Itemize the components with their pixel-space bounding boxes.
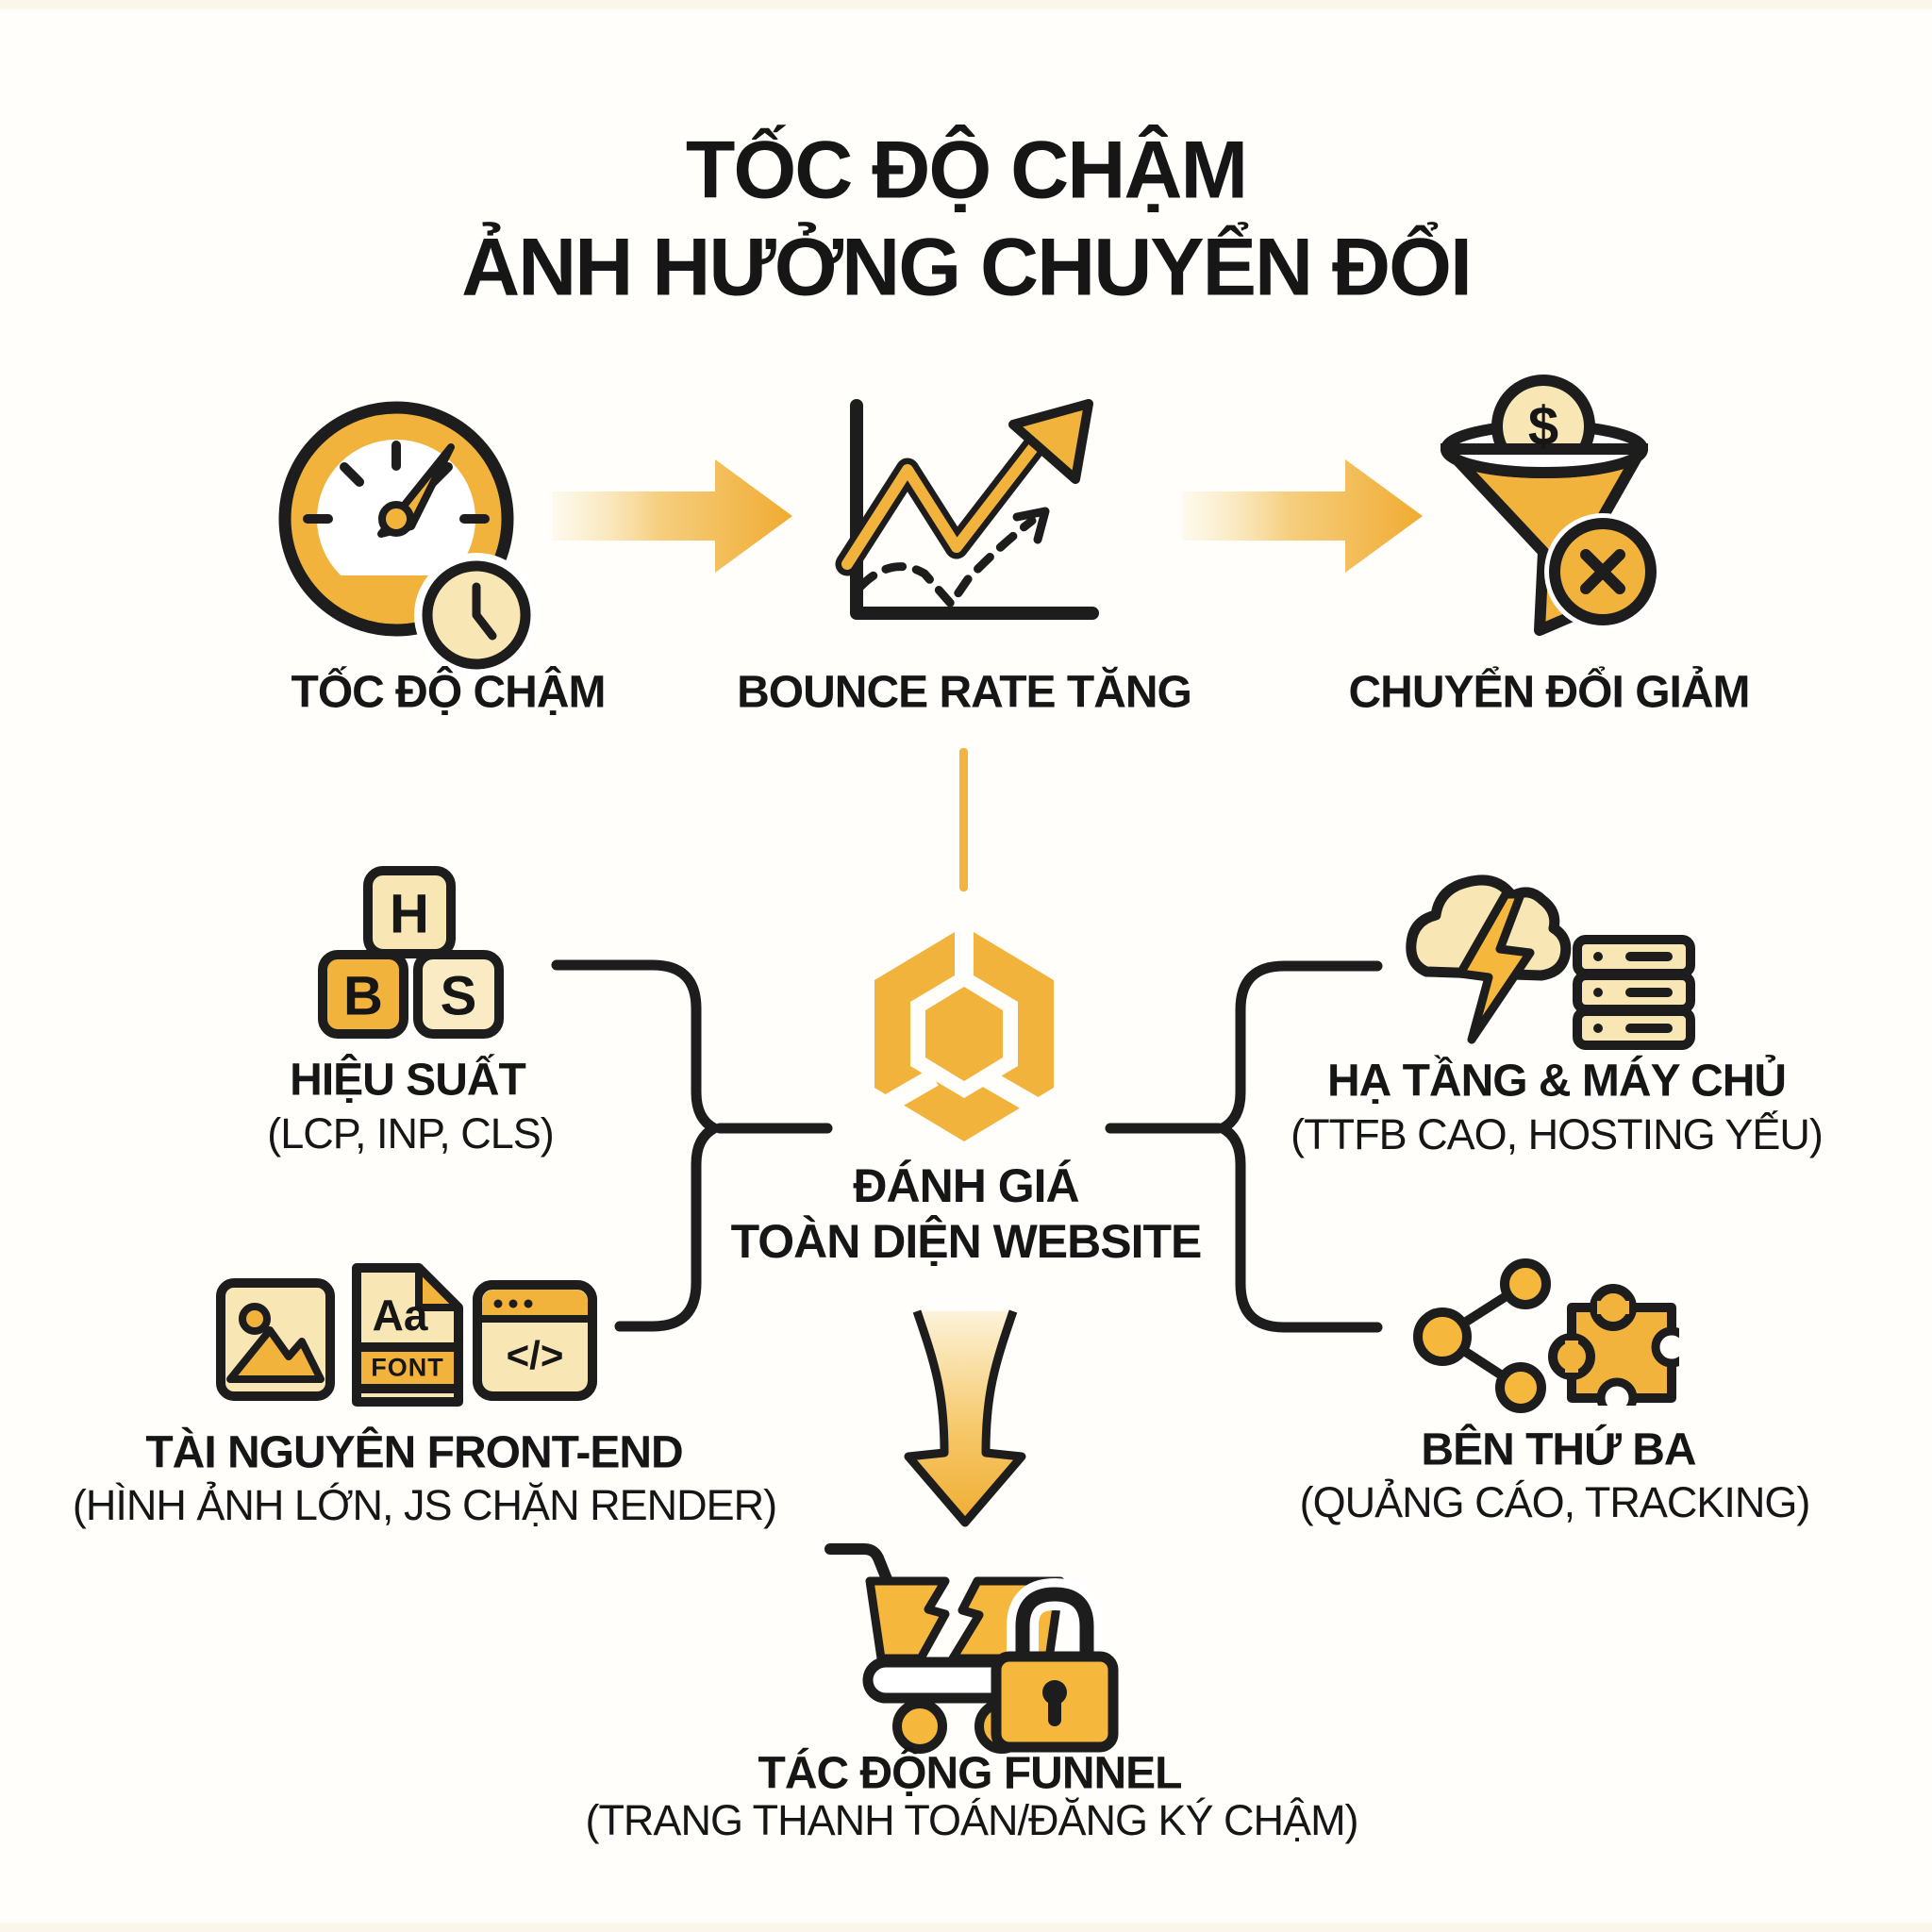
impact-arrow-down-icon (904, 1309, 1026, 1527)
font-sample-text: Aa (372, 1291, 428, 1340)
frontend-sublabel: (HÌNH ẢNH LỚN, JS CHẶN RENDER) (72, 1481, 777, 1529)
hexagon-logo (874, 921, 1054, 1141)
puzzle-piece-icon (1548, 1284, 1702, 1426)
flow-step1-label: TỐC ĐỘ CHẬM (291, 667, 607, 718)
hub-label-line2: TOÀN DIỆN WEBSITE (730, 1215, 1203, 1268)
cart-wheel (892, 1699, 947, 1754)
flow-step2-label: BOUNCE RATE TĂNG (737, 667, 1192, 718)
performance-sublabel: (LCP, INP, CLS) (267, 1109, 554, 1158)
font-file-icon (352, 1263, 463, 1407)
dollar-symbol: $ (1527, 395, 1559, 458)
infrastructure-sublabel: (TTFB CAO, HOSTING YẾU) (1291, 1110, 1824, 1158)
image-file-icon (216, 1278, 335, 1401)
block-letter-b: B (343, 965, 383, 1027)
flow-step3-label: CHUYỂN ĐỔI GIẢM (1348, 667, 1750, 718)
page-title-line1: TỐC ĐỘ CHẬM (685, 125, 1248, 216)
speedometer-clock-icon (278, 401, 539, 677)
left-brace-connector (551, 959, 833, 1332)
infrastructure-label: HẠ TẦNG & MÁY CHỦ (1326, 1056, 1787, 1107)
hub-label-line1: ĐÁNH GIÁ (853, 1159, 1079, 1212)
top-edge-artifact (0, 0, 1932, 9)
flow-arrow-right-icon (552, 459, 792, 573)
letter-blocks-icon (318, 866, 504, 1039)
outcome-sublabel: (TRANG THANH TOÁN/ĐĂNG KÝ CHẬM) (585, 1796, 1358, 1844)
performance-label: HIỆU SUẤT (290, 1055, 526, 1106)
share-nodes-icon (1413, 1258, 1551, 1413)
server-stack-icon (1573, 935, 1695, 1050)
right-brace-connector (1105, 960, 1383, 1333)
frontend-label: TÀI NGUYÊN FRONT-END (145, 1427, 683, 1478)
block-letter-h: H (390, 883, 429, 945)
bottom-edge-artifact (0, 1923, 1932, 1932)
flow-arrow-right-icon (1182, 459, 1423, 573)
cloud-lightning-icon (1406, 874, 1572, 1044)
font-badge-text: FONT (371, 1353, 444, 1382)
block-letter-s: S (440, 965, 477, 1027)
thirdparty-label: BÊN THỨ BA (1421, 1424, 1696, 1475)
broken-cart-lock-icon (824, 1543, 1119, 1754)
page-title-line2: ẢNH HƯỞNG CHUYỂN ĐỔI (461, 222, 1473, 313)
code-window-icon (473, 1280, 597, 1401)
code-glyph-text: </> (506, 1333, 564, 1377)
funnel-dollar-cross-icon (1440, 375, 1661, 636)
thirdparty-sublabel: (QUẢNG CÁO, TRACKING) (1299, 1478, 1811, 1526)
outcome-label: TÁC ĐỘNG FUNNEL (758, 1748, 1183, 1799)
rising-line-chart-icon (835, 399, 1099, 620)
hub-connector-line (959, 748, 968, 891)
